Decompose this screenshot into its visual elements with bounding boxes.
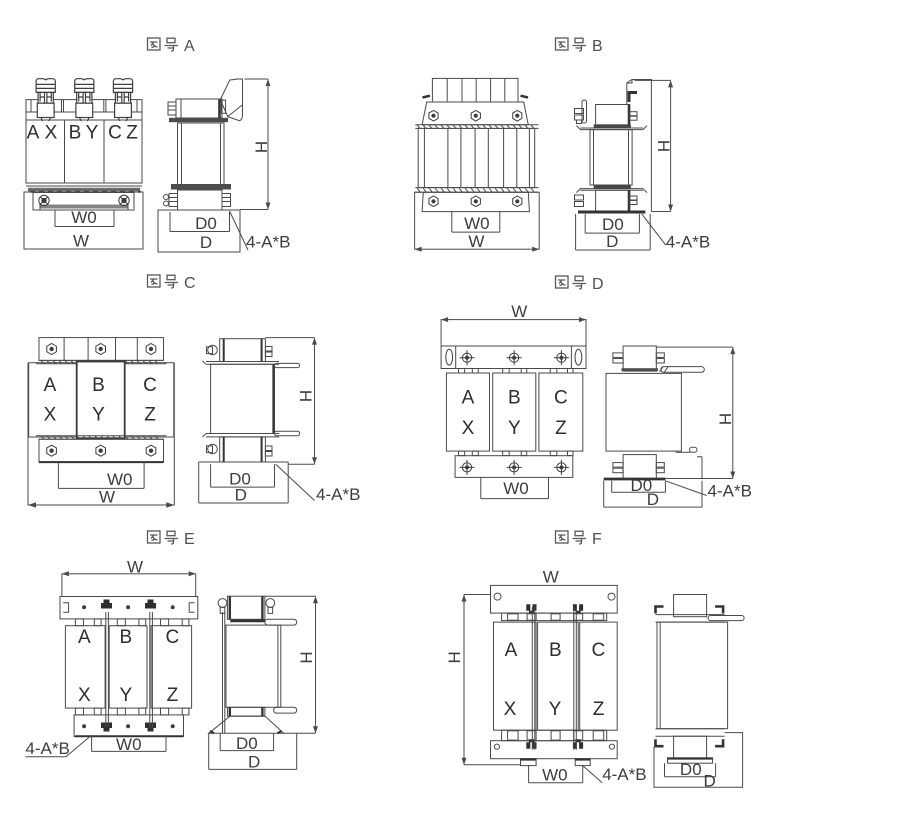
svg-text:B: B <box>549 640 562 661</box>
svg-text:C: C <box>184 275 196 292</box>
svg-text:4-A*B: 4-A*B <box>316 485 360 504</box>
svg-text:D: D <box>200 233 212 252</box>
svg-text:H: H <box>445 651 464 663</box>
svg-text:D0: D0 <box>229 470 251 489</box>
svg-text:Z: Z <box>126 123 138 144</box>
svg-text:4-A*B: 4-A*B <box>246 233 290 252</box>
svg-text:4-A*B: 4-A*B <box>25 739 69 758</box>
svg-text:W0: W0 <box>503 479 529 498</box>
svg-text:4-A*B: 4-A*B <box>602 765 646 784</box>
svg-text:W0: W0 <box>107 470 133 489</box>
svg-text:D: D <box>235 486 247 505</box>
svg-text:C: C <box>554 387 568 408</box>
svg-text:W0: W0 <box>542 766 568 785</box>
svg-text:Z: Z <box>167 685 179 706</box>
svg-text:F: F <box>592 531 602 548</box>
svg-text:X: X <box>78 685 91 706</box>
svg-text:W0: W0 <box>71 208 97 227</box>
svg-text:B: B <box>508 387 521 408</box>
svg-text:Y: Y <box>508 418 521 439</box>
svg-text:C: C <box>108 123 122 144</box>
svg-text:Z: Z <box>593 699 605 720</box>
svg-text:E: E <box>184 531 195 548</box>
svg-text:4-A*B: 4-A*B <box>708 482 752 501</box>
svg-text:W: W <box>73 232 89 251</box>
svg-text:B: B <box>92 375 105 396</box>
svg-text:D0: D0 <box>195 214 217 233</box>
svg-text:X: X <box>44 405 57 426</box>
svg-text:Z: Z <box>144 405 156 426</box>
svg-text:W: W <box>468 232 484 251</box>
svg-text:W: W <box>511 302 527 321</box>
svg-text:A: A <box>78 627 91 648</box>
svg-text:W: W <box>127 558 143 577</box>
svg-text:Y: Y <box>86 123 99 144</box>
svg-text:H: H <box>297 651 316 663</box>
svg-text:W0: W0 <box>464 214 490 233</box>
svg-text:B: B <box>69 123 82 144</box>
svg-text:Y: Y <box>92 405 105 426</box>
svg-text:D0: D0 <box>680 760 702 779</box>
svg-text:A: A <box>184 38 195 55</box>
svg-text:H: H <box>252 141 271 153</box>
svg-text:D: D <box>703 772 715 791</box>
svg-text:X: X <box>462 418 475 439</box>
svg-text:A: A <box>44 375 57 396</box>
svg-text:B: B <box>592 38 603 55</box>
svg-text:A: A <box>462 387 475 408</box>
svg-text:C: C <box>166 627 180 648</box>
svg-text:X: X <box>45 123 58 144</box>
svg-text:C: C <box>143 375 157 396</box>
svg-text:D0: D0 <box>631 476 653 495</box>
svg-text:H: H <box>716 413 735 425</box>
svg-text:A: A <box>27 123 40 144</box>
svg-text:B: B <box>119 627 132 648</box>
svg-text:Z: Z <box>555 418 567 439</box>
svg-text:W: W <box>99 488 115 507</box>
svg-text:D0: D0 <box>236 734 258 753</box>
svg-text:D: D <box>606 232 618 251</box>
svg-text:C: C <box>592 640 606 661</box>
svg-text:H: H <box>296 390 315 402</box>
svg-text:H: H <box>654 140 673 152</box>
svg-text:D: D <box>647 490 659 509</box>
svg-text:W0: W0 <box>116 735 142 754</box>
svg-text:Y: Y <box>549 699 562 720</box>
svg-text:X: X <box>504 699 517 720</box>
svg-text:D0: D0 <box>602 215 624 234</box>
svg-text:A: A <box>505 640 518 661</box>
svg-text:W: W <box>543 568 559 587</box>
svg-text:D: D <box>592 276 604 293</box>
svg-text:Y: Y <box>119 685 132 706</box>
svg-text:D: D <box>248 753 260 772</box>
svg-text:4-A*B: 4-A*B <box>666 233 710 252</box>
